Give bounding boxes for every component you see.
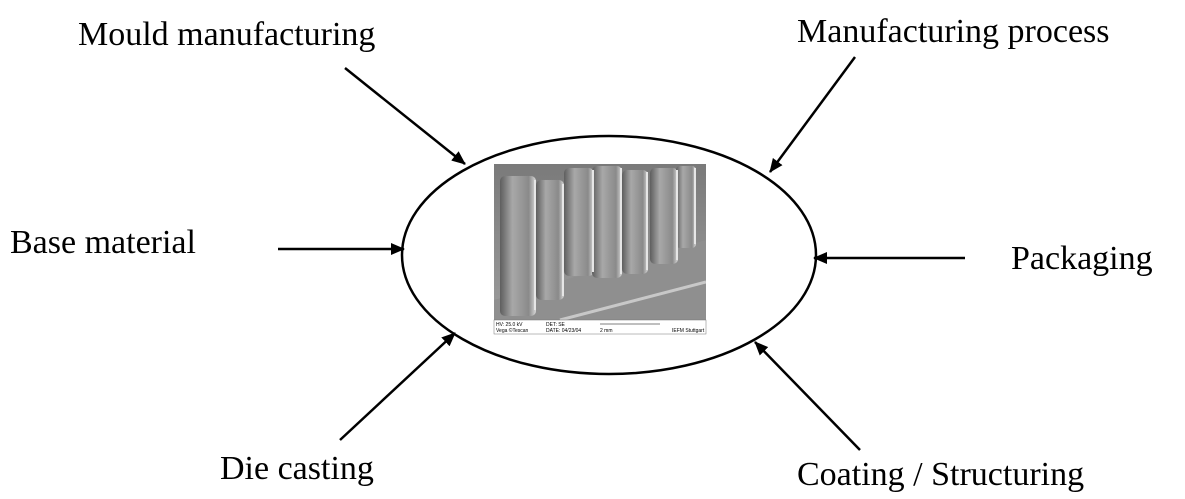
sem-date: DATE: 04/23/04 (546, 328, 581, 334)
arrow-coating-structuring (754, 341, 861, 451)
sem-micrograph: HV: 25.0 kV Vega ©Tescan DET: SE DATE: 0… (493, 164, 707, 335)
sem-det: DET: SE (546, 322, 566, 328)
label-manufacturing-process: Manufacturing process (797, 13, 1110, 50)
sem-vega: Vega ©Tescan (496, 327, 529, 334)
label-base-material: Base material (10, 224, 196, 261)
label-die-casting: Die casting (220, 450, 374, 487)
sem-scale: 2 mm (600, 328, 613, 334)
arrow-mould-manufacturing (344, 67, 466, 165)
label-coating-structuring: Coating / Structuring (797, 456, 1084, 493)
label-packaging: Packaging (1011, 240, 1153, 277)
sem-lab: IEFM Stuttgart (672, 328, 705, 334)
label-mould-manufacturing: Mould manufacturing (78, 16, 375, 53)
arrow-manufacturing-process (768, 56, 857, 173)
sem-hv: HV: 25.0 kV (496, 322, 523, 328)
arrow-die-casting (339, 332, 456, 441)
